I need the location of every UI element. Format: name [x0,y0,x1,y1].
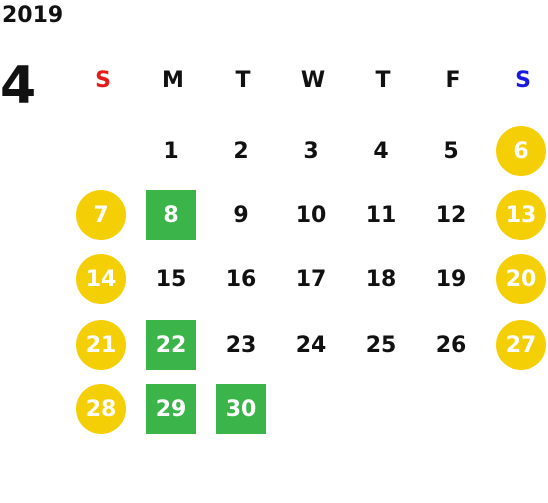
day-cell-24[interactable]: 24 [295,332,327,358]
month-number: 4 [0,56,37,116]
day-cell-20[interactable]: 20 [496,254,546,304]
day-cell-7[interactable]: 7 [76,190,126,240]
day-cell-27[interactable]: 27 [496,320,546,370]
weekday-header-5: F [445,68,461,93]
day-cell-10[interactable]: 10 [295,202,327,228]
day-cell-25[interactable]: 25 [365,332,397,358]
day-cell-14[interactable]: 14 [76,254,126,304]
day-cell-16[interactable]: 16 [225,266,257,292]
day-cell-12[interactable]: 12 [435,202,467,228]
day-cell-19[interactable]: 19 [435,266,467,292]
weekday-header-2: T [235,68,251,93]
day-cell-6[interactable]: 6 [496,126,546,176]
day-cell-22[interactable]: 22 [146,320,196,370]
day-cell-1[interactable]: 1 [163,138,179,164]
day-cell-23[interactable]: 23 [225,332,257,358]
weekday-header-3: W [300,68,326,93]
day-cell-3[interactable]: 3 [303,138,319,164]
day-cell-26[interactable]: 26 [435,332,467,358]
weekday-header-0: S [95,68,111,93]
day-cell-18[interactable]: 18 [365,266,397,292]
day-cell-29[interactable]: 29 [146,384,196,434]
day-cell-11[interactable]: 11 [365,202,397,228]
day-cell-4[interactable]: 4 [373,138,389,164]
day-cell-28[interactable]: 28 [76,384,126,434]
weekday-header-1: M [162,68,184,93]
day-cell-21[interactable]: 21 [76,320,126,370]
day-cell-9[interactable]: 9 [233,202,249,228]
day-cell-13[interactable]: 13 [496,190,546,240]
day-cell-8[interactable]: 8 [146,190,196,240]
year-label: 2019 [2,3,64,28]
day-cell-5[interactable]: 5 [443,138,459,164]
day-cell-30[interactable]: 30 [216,384,266,434]
day-cell-17[interactable]: 17 [295,266,327,292]
weekday-header-6: S [515,68,531,93]
day-cell-2[interactable]: 2 [233,138,249,164]
weekday-header-4: T [375,68,391,93]
day-cell-15[interactable]: 15 [155,266,187,292]
